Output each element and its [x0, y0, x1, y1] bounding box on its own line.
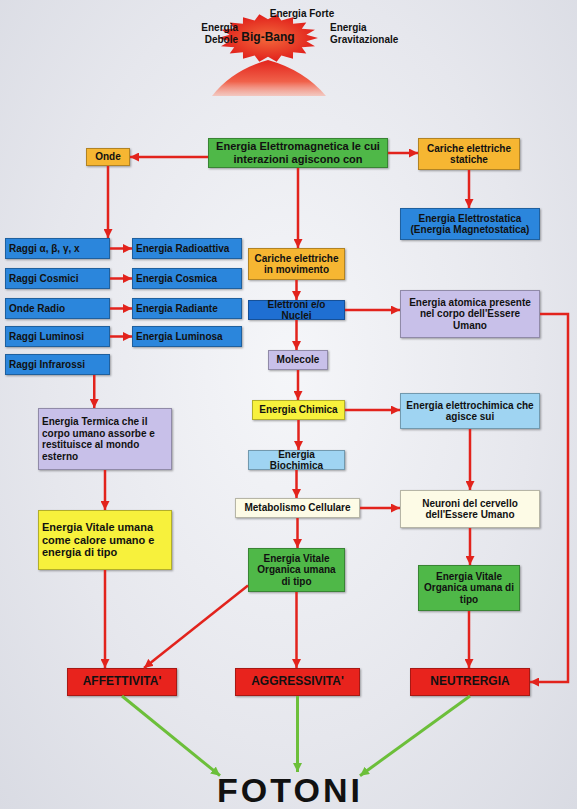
energy-box: Cariche elettriche in movimento — [248, 248, 345, 280]
energy-box: Energia Biochimica — [248, 450, 345, 470]
energy-box: Energia Radioattiva — [132, 238, 242, 259]
outcome-box: AGGRESSIVITA' — [235, 668, 360, 696]
node-text: Energia Vitale Organica umana di tipo — [252, 553, 341, 588]
energy-box: Elettroni e/o Nuclei — [248, 300, 345, 320]
energy-box: Cariche elettriche statiche — [418, 138, 520, 170]
energy-box: Molecole — [268, 350, 328, 370]
flow-arrow — [130, 156, 208, 159]
flow-arrow — [110, 335, 132, 338]
outcome-box: NEUTRERGIA — [410, 668, 530, 696]
node-text: Energia Cosmica — [136, 273, 238, 285]
energy-box: Energia Vitale Organica umana di tipo — [248, 548, 345, 592]
energy-box: Energia Elettrostatica (Energia Magnetos… — [400, 208, 540, 240]
node-text: Energia elettrochimica che agisce sui — [404, 400, 536, 423]
flow-arrow — [468, 611, 471, 668]
flow-arrow — [93, 375, 96, 408]
flow-arrow — [107, 166, 110, 238]
node-text: NEUTRERGIA — [414, 675, 526, 689]
energy-box: Energia Luminosa — [132, 326, 242, 347]
energy-box: Energia Cosmica — [132, 268, 242, 289]
flow-arrow — [297, 168, 300, 248]
flow-arrow — [104, 470, 107, 510]
flow-arrow — [295, 320, 298, 350]
energy-box: Energia Radiante — [132, 298, 242, 319]
energy-box: Energia Vitale Organica umana di tipo — [418, 565, 520, 611]
flow-arrow — [297, 420, 300, 450]
flow-arrow — [295, 592, 298, 668]
flow-arrow — [530, 314, 568, 682]
energy-box: Energia Chimica — [252, 400, 345, 420]
node-text: Energia Chimica — [256, 404, 341, 416]
node-text: Energia Luminosa — [136, 331, 238, 343]
node-text: Raggi Luminosi — [9, 331, 106, 343]
node-text: AGGRESSIVITA' — [239, 675, 356, 689]
flow-arrow — [296, 696, 299, 772]
flow-arrow — [110, 247, 132, 250]
flow-arrow — [360, 696, 470, 776]
flow-arrow — [468, 170, 471, 208]
energy-box: Energia Vitale umana come calore umano e… — [38, 510, 172, 570]
flow-arrow — [144, 585, 248, 668]
flow-arrow — [345, 309, 400, 312]
node-text: AFFETTIVITA' — [71, 675, 173, 689]
flow-arrow — [110, 277, 132, 280]
ray-box: Raggi α, β, γ, x — [5, 238, 110, 259]
flow-arrow — [122, 696, 220, 776]
flow-arrow — [469, 528, 472, 565]
outcome-box: AFFETTIVITA' — [67, 668, 177, 696]
flow-arrow — [295, 280, 298, 300]
flow-arrow — [469, 429, 472, 490]
flow-arrow — [104, 570, 107, 668]
flow-arrow — [360, 507, 400, 510]
ray-box: Raggi Luminosi — [5, 326, 110, 347]
node-text: Raggi Infrarossi — [9, 359, 106, 371]
flow-arrow — [345, 409, 400, 412]
node-text: Raggi α, β, γ, x — [9, 243, 106, 255]
energy-label: Energia Debole — [186, 22, 238, 45]
flow-arrow — [296, 518, 299, 548]
node-text: Cariche elettriche in movimento — [252, 253, 341, 276]
node-text: Energia Termica che il corpo umano assor… — [42, 416, 168, 462]
node-text: Energia Elettrostatica (Energia Magnetos… — [404, 213, 536, 236]
node-text: Metabolismo Cellulare — [239, 502, 356, 514]
node-text: Big-Bang — [221, 31, 315, 45]
node-text: Onde Radio — [9, 303, 106, 315]
node-text: Cariche elettriche statiche — [422, 143, 516, 166]
energy-box: Energia Termica che il corpo umano assor… — [38, 408, 172, 470]
node-text: Energia Vitale umana come calore umano e… — [42, 521, 168, 559]
node-text: Energia atomica presente nel corpo dell'… — [404, 297, 536, 332]
node-text: Onde — [90, 151, 126, 163]
flow-arrow — [295, 470, 298, 498]
starburst-shape: Big-Bang — [218, 14, 318, 62]
node-text: Elettroni e/o Nuclei — [252, 299, 341, 322]
flow-arrow — [388, 152, 418, 155]
node-text: Energia Elettromagnetica le cui interazi… — [212, 140, 384, 165]
energy-label: Energia Gravitazionale — [330, 22, 420, 45]
node-text: Molecole — [272, 354, 324, 366]
node-text: Energia Biochimica — [252, 449, 341, 472]
node-text: Energia Vitale Organica umana di tipo — [422, 571, 516, 606]
energy-box: Energia Elettromagnetica le cui interazi… — [208, 138, 388, 168]
terminal-text: FOTONI — [190, 772, 390, 809]
node-text: Raggi Cosmici — [9, 273, 106, 285]
energy-box: Onde — [86, 148, 130, 166]
node-text: Energia Radiante — [136, 303, 238, 315]
energy-box: Metabolismo Cellulare — [235, 498, 360, 518]
ray-box: Raggi Infrarossi — [5, 354, 110, 375]
flow-arrow — [110, 307, 132, 310]
node-text: FOTONI — [193, 771, 387, 809]
ray-box: Onde Radio — [5, 298, 110, 319]
energy-box: Energia elettrochimica che agisce sui — [400, 393, 540, 429]
energy-box: Neuroni del cervello dell'Essere Umano — [400, 490, 540, 528]
energy-label: Energia Forte — [262, 8, 342, 20]
flow-arrow — [297, 370, 300, 400]
node-text: Energia Radioattiva — [136, 243, 238, 255]
ray-box: Raggi Cosmici — [5, 268, 110, 289]
node-text: Neuroni del cervello dell'Essere Umano — [404, 498, 536, 521]
big-bang-mound — [212, 60, 326, 96]
energy-box: Energia atomica presente nel corpo dell'… — [400, 290, 540, 338]
